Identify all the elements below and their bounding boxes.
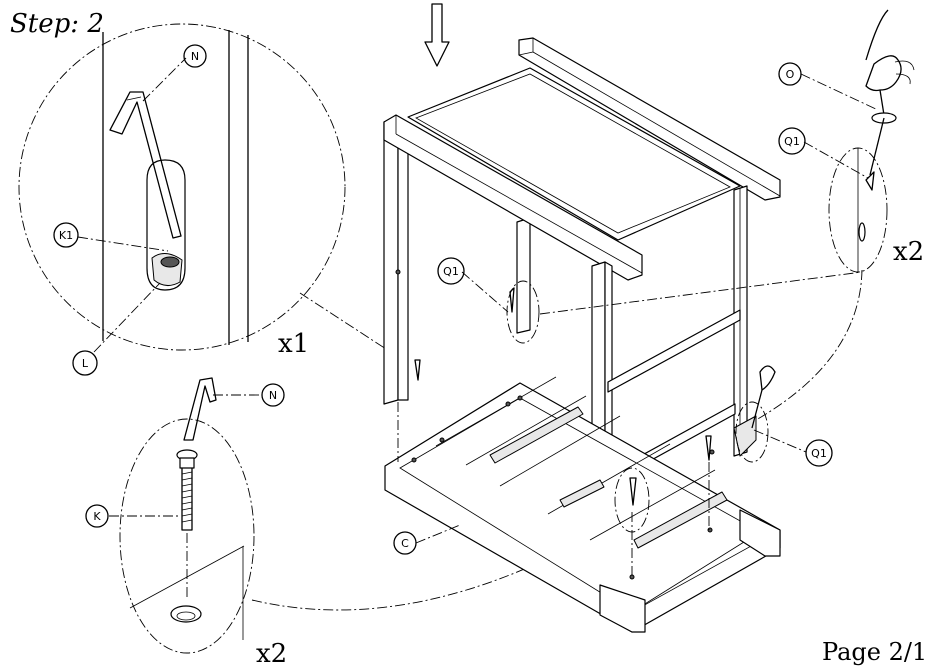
part-label-c: C (393, 531, 417, 555)
page-number: Page 2/1 (822, 638, 927, 666)
detail-circle-hex-key (18, 23, 346, 351)
leader-k1 (77, 236, 169, 252)
frame-assembly (383, 37, 781, 633)
part-label-o: O (778, 62, 802, 86)
quantity-x2-bottom: x2 (256, 639, 287, 669)
leader-detail-to-frame (299, 292, 407, 363)
leader-c (415, 524, 461, 544)
svg-text:Q1: Q1 (784, 135, 800, 148)
detail-ellipse-bolt (119, 377, 255, 654)
part-label-l: L (72, 350, 98, 376)
svg-text:O: O (786, 68, 795, 81)
svg-text:N: N (269, 389, 277, 402)
svg-text:K1: K1 (59, 229, 73, 242)
svg-text:C: C (401, 537, 409, 550)
svg-text:K: K (93, 510, 101, 523)
leader-q1-right-bottom (753, 429, 807, 453)
quantity-x2-right: x2 (893, 237, 924, 267)
leader-right-to-bracket (755, 269, 863, 421)
svg-text:L: L (82, 357, 89, 370)
detail-ellipse-screw (614, 467, 650, 533)
step-title: Step: 2 (10, 9, 104, 39)
svg-text:Q1: Q1 (443, 265, 459, 278)
part-label-k: K (85, 504, 109, 528)
part-label-k1: K1 (53, 222, 79, 248)
leader-l (93, 282, 161, 353)
part-label-n-bottom: N (261, 383, 285, 407)
svg-text:Q1: Q1 (811, 447, 827, 460)
leader-center-to-right (539, 271, 863, 315)
hand-screwdriver-icon (865, 9, 915, 176)
detail-ellipse-q1-center (506, 280, 540, 344)
detail-ellipse-right (828, 147, 888, 273)
quantity-x1: x1 (278, 329, 309, 359)
part-label-q1-right-bottom: Q1 (805, 439, 833, 467)
part-label-q1-center: Q1 (437, 257, 465, 285)
part-label-q1-right-top: Q1 (778, 127, 806, 155)
leader-o (800, 73, 879, 111)
down-arrow-icon (424, 3, 450, 67)
leader-n-top (142, 57, 187, 102)
detail-ellipse-bracket (735, 365, 776, 463)
svg-text:N: N (191, 50, 199, 63)
part-label-n-top: N (183, 44, 207, 68)
leader-q1-right-top (803, 141, 869, 179)
leader-q1-center (461, 271, 509, 313)
